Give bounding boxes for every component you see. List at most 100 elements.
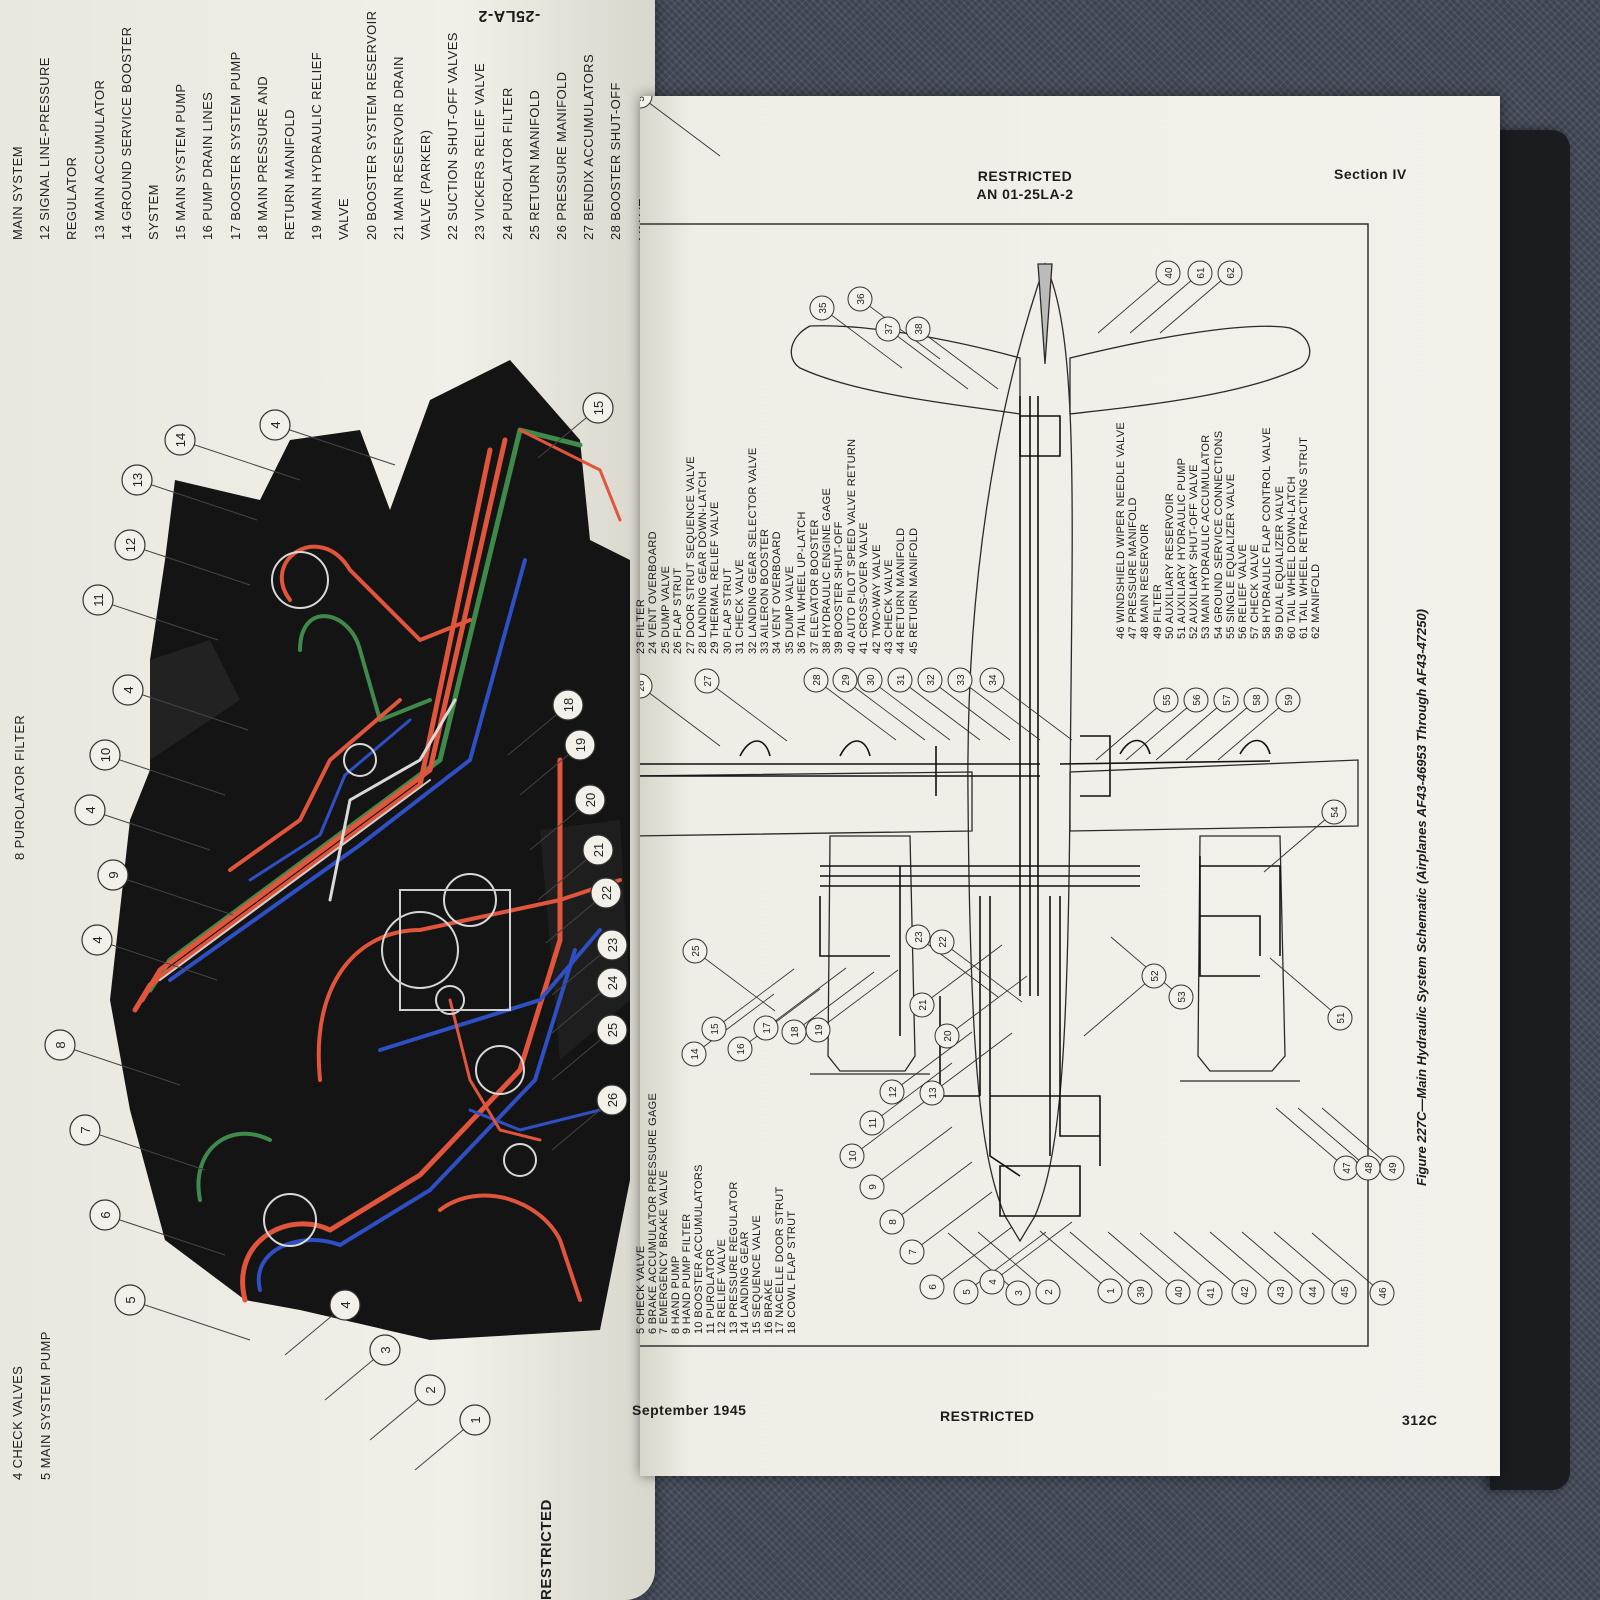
callout-leader (1139, 1232, 1211, 1294)
callout-circle (879, 1079, 905, 1105)
callout-number: 11 (91, 593, 106, 607)
booster-reservoir-outline (399, 889, 511, 1011)
callout-circle (1155, 260, 1181, 286)
callout-circle (1327, 1005, 1353, 1031)
callout-number: 13 (130, 473, 145, 487)
hydraulic-line (448, 998, 542, 1142)
callout-leader (844, 679, 926, 741)
callout-circle (596, 1084, 628, 1116)
callout-circle (1097, 1278, 1123, 1304)
right-page: RESTRICTED AN 01-25LA-2 Section IV Figur… (632, 96, 1500, 1476)
callout-number: 25 (691, 945, 702, 957)
callout-circle (1035, 1279, 1061, 1305)
callout-number: 7 (78, 1126, 93, 1133)
callout-number: 14 (690, 1048, 701, 1060)
callout-leader (96, 939, 218, 981)
callout-number: 1 (1106, 1288, 1117, 1294)
callout-number: 1 (468, 1416, 483, 1423)
callout-circle (112, 674, 144, 706)
callout-number: 41 (1206, 1287, 1217, 1299)
callout-circle (1183, 687, 1209, 713)
callout-number: 4 (83, 806, 98, 813)
callout-number: 54 (1330, 806, 1341, 818)
callout-leader (871, 1126, 953, 1188)
header-section: Section IV (1334, 166, 1407, 182)
callout-circle (905, 316, 931, 342)
header-classification: RESTRICTED (977, 168, 1073, 184)
callout-leader (274, 424, 396, 466)
callout-leader (887, 328, 969, 390)
callout-number: 59 (1284, 694, 1295, 706)
callout-circle (953, 1279, 979, 1305)
hydraulic-line (196, 1131, 272, 1202)
callout-number: 7 (908, 1249, 919, 1255)
callout-number: 24 (605, 976, 620, 990)
callout-circle (459, 1404, 491, 1436)
callout-number: 5 (123, 1296, 138, 1303)
callout-circle (694, 668, 720, 694)
callout-number: 10 (848, 1150, 859, 1162)
callout-number: 52 (1150, 970, 1161, 982)
hydraulic-component (503, 1143, 537, 1177)
callout-circle (82, 584, 114, 616)
callout-circle (164, 424, 196, 456)
callout-number: 51 (1336, 1012, 1347, 1024)
callout-number: 22 (599, 886, 614, 900)
callout-leader (851, 1095, 933, 1157)
callout-number: 17 (762, 1022, 773, 1034)
hydraulic-line (132, 447, 493, 1013)
callout-leader (112, 874, 234, 916)
callout-number: 8 (53, 1041, 68, 1048)
callout-leader (1273, 1231, 1345, 1293)
callout-circle (934, 1023, 960, 1049)
callout-leader (694, 950, 776, 1012)
hydraulic-component (263, 1193, 317, 1247)
callout-circle (89, 1199, 121, 1231)
callout-number: 13 (928, 1087, 939, 1099)
callout-circle (121, 464, 153, 496)
callout-leader (1097, 272, 1169, 334)
callout-leader (59, 1044, 181, 1086)
callout-leader (1217, 699, 1289, 761)
callout-leader (104, 1214, 226, 1256)
schematic-line (1059, 896, 1100, 1137)
schematic-line (1199, 856, 1260, 977)
schematic-line (1080, 735, 1111, 797)
callout-leader (1241, 1231, 1313, 1293)
callout-circle (859, 1174, 885, 1200)
schematic-line (1200, 865, 1281, 956)
schematic-line (989, 896, 1021, 1177)
callout-circle (887, 667, 913, 693)
callout-number: 31 (896, 674, 907, 686)
callout-leader (640, 96, 721, 157)
callout-circle (640, 96, 653, 109)
callout-leader (1125, 699, 1197, 761)
callout-leader (921, 944, 1003, 1006)
callout-leader (1069, 1231, 1141, 1293)
callout-circle (1141, 963, 1167, 989)
callout-leader (947, 1232, 1019, 1294)
callout-circle (89, 739, 121, 771)
callout-circle (596, 1014, 628, 1046)
callout-leader (965, 1231, 1047, 1293)
callout-number: 21 (591, 843, 606, 857)
callout-circle (847, 286, 873, 312)
callout-leader (1039, 1230, 1111, 1292)
callout-number: 49 (1388, 1162, 1399, 1174)
callout-number: 53 (1177, 991, 1188, 1003)
callout-number: 15 (591, 401, 606, 415)
callout-circle (919, 1080, 945, 1106)
callout-circle (1231, 1279, 1257, 1305)
callout-number: 22 (938, 936, 949, 948)
callout-leader (1155, 699, 1227, 761)
callout-circle (701, 1016, 727, 1042)
callout-circle (596, 967, 628, 999)
callout-circle (114, 529, 146, 561)
callout-number: 16 (736, 1043, 747, 1055)
callout-circle (97, 859, 129, 891)
callout-circle (1321, 799, 1347, 825)
callout-leader (97, 599, 219, 641)
hydraulic-line (240, 757, 563, 1303)
callout-number: 40 (1164, 267, 1175, 279)
